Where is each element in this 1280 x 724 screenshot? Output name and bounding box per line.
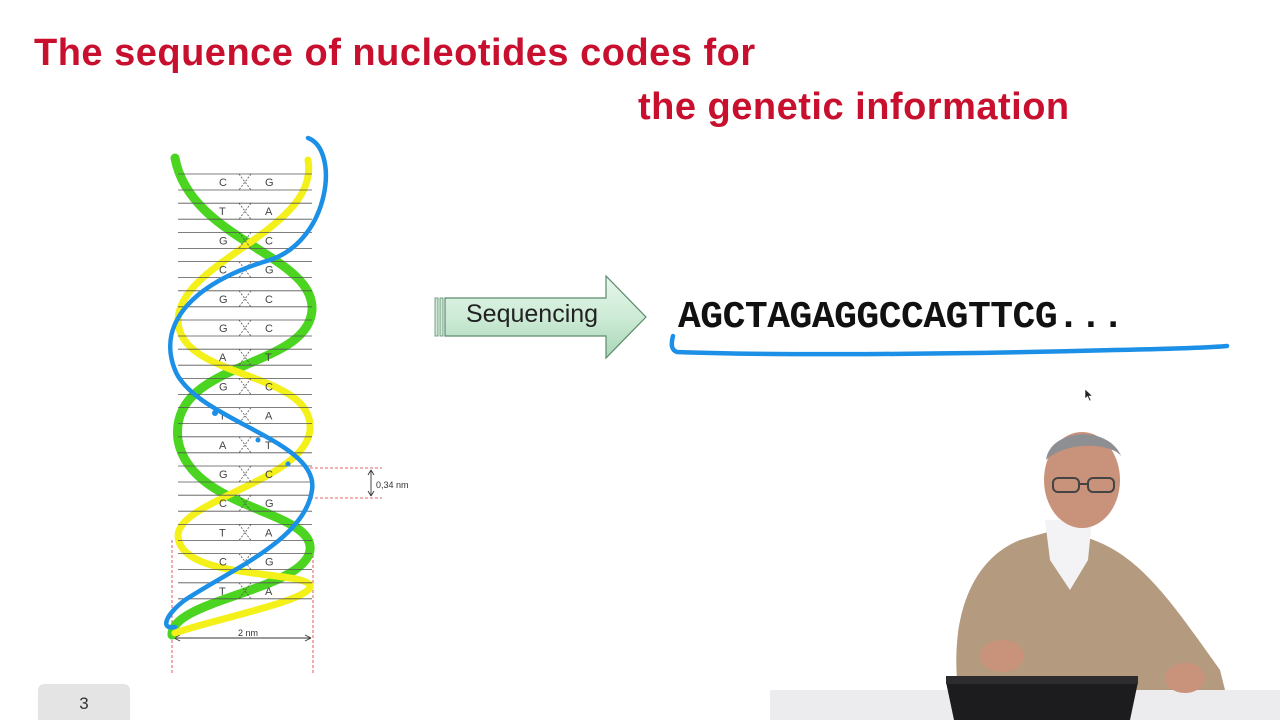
width-label: 2 nm: [238, 628, 258, 638]
base-left-label: G: [219, 294, 228, 306]
base-right-label: A: [265, 586, 273, 598]
dimension-arrows: [174, 470, 374, 641]
blue-annotation-dot: [212, 410, 218, 416]
hydrogen-bond: [239, 524, 251, 540]
base-left-label: G: [219, 323, 228, 335]
hydrogen-bond: [239, 203, 251, 219]
blue-annotation-dot: [256, 438, 261, 443]
base-right-label: A: [265, 527, 273, 539]
presenter-video: [770, 420, 1280, 720]
hydrogen-bond: [239, 378, 251, 394]
base-right-label: G: [265, 265, 274, 277]
dimension-lines: [172, 468, 382, 675]
base-right-label: C: [265, 381, 273, 393]
base-left-label: T: [219, 586, 226, 598]
base-right-label: A: [265, 206, 273, 218]
base-left-label: A: [219, 352, 227, 364]
slide-title-line-2: the genetic information: [638, 86, 1070, 129]
base-right-label: C: [265, 294, 273, 306]
base-left-label: C: [219, 498, 227, 510]
hydrogen-bond: [239, 466, 251, 482]
page-number-badge: 3: [38, 684, 130, 720]
hydrogen-bond: [239, 320, 251, 336]
mouse-pointer-icon: [1084, 388, 1094, 402]
hydrogen-bond: [239, 437, 251, 453]
sequencing-arrow-label: Sequencing: [466, 300, 598, 329]
base-right-label: A: [265, 411, 273, 423]
base-left-label: G: [219, 469, 228, 481]
base-left-label: C: [219, 557, 227, 569]
base-right-label: G: [265, 498, 274, 510]
base-left-label: G: [219, 381, 228, 393]
blue-underline-annotation: [665, 330, 1235, 364]
hydrogen-bond: [239, 291, 251, 307]
base-right-label: G: [265, 557, 274, 569]
hydrogen-bond: [239, 174, 251, 190]
blue-annotation-dot: [286, 462, 291, 467]
base-left-label: A: [219, 440, 227, 452]
slide-title-line-1: The sequence of nucleotides codes for: [34, 32, 756, 75]
base-left-label: T: [219, 206, 226, 218]
base-left-label: T: [219, 527, 226, 539]
base-left-label: C: [219, 177, 227, 189]
base-right-label: C: [265, 323, 273, 335]
base-right-label: T: [265, 352, 272, 364]
page-number: 3: [38, 684, 130, 724]
base-left-label: G: [219, 235, 228, 247]
base-right-label: G: [265, 177, 274, 189]
base-right-label: C: [265, 469, 273, 481]
base-right-label: C: [265, 235, 273, 247]
rise-label: 0,34 nm: [376, 480, 409, 490]
